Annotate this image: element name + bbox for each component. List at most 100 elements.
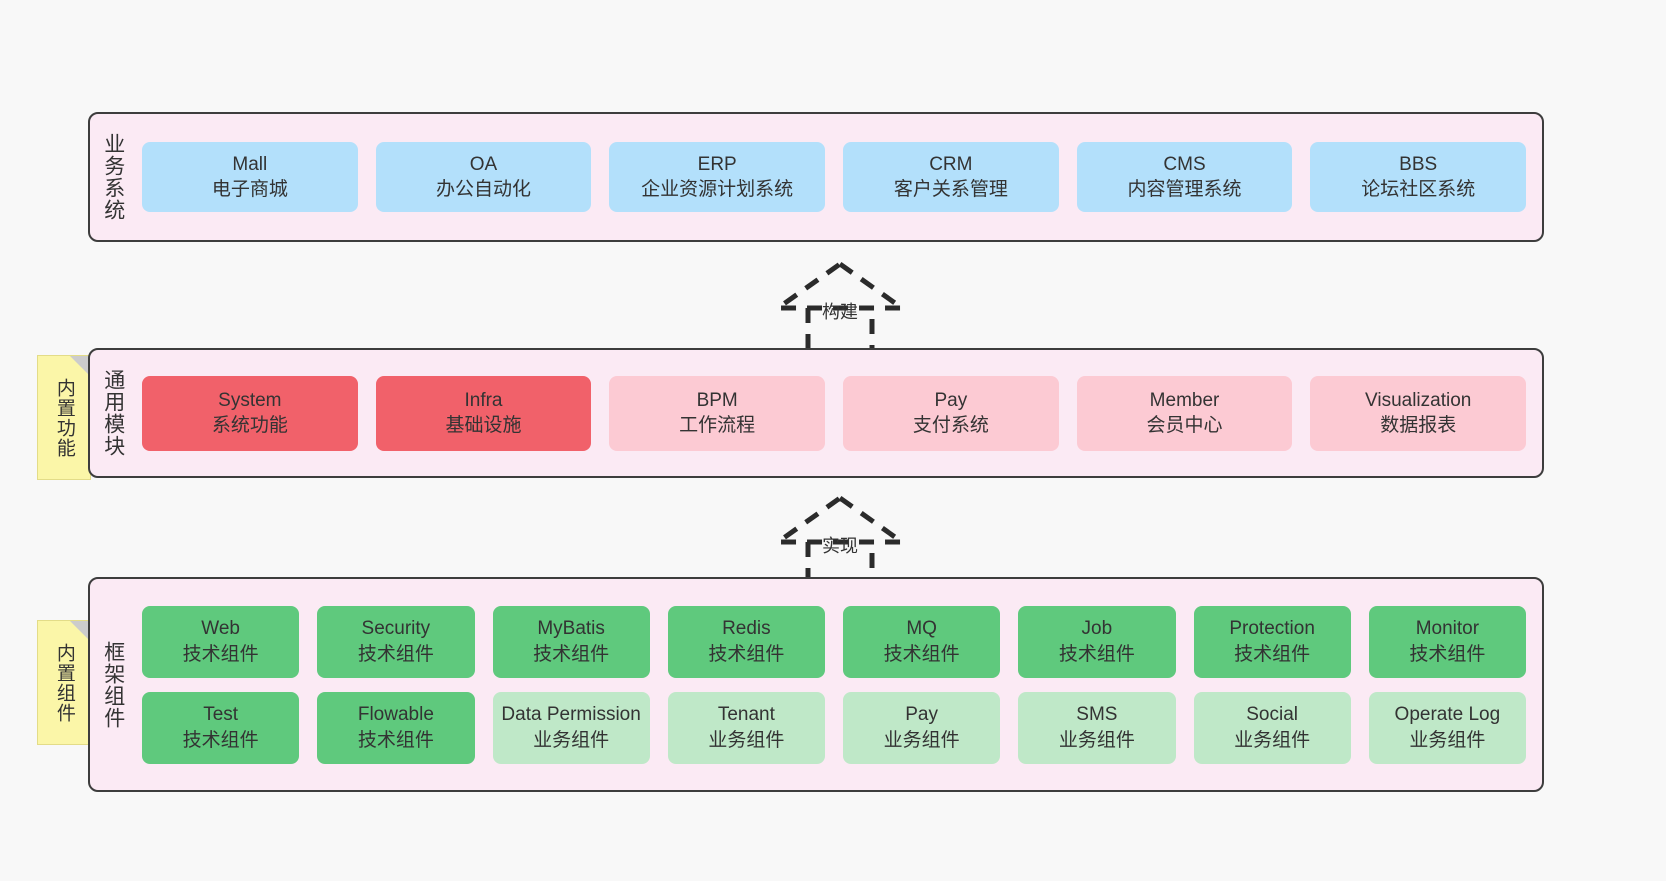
node-operate-log[interactable]: Operate Log 业务组件 bbox=[1368, 691, 1526, 764]
node-social[interactable]: Social 业务组件 bbox=[1193, 691, 1351, 764]
node-mall[interactable]: Mall 电子商城 bbox=[142, 142, 358, 212]
node-protection-name: Protection bbox=[1229, 618, 1315, 640]
node-sms-name: SMS bbox=[1076, 704, 1118, 726]
node-member-desc: 会员中心 bbox=[1146, 415, 1223, 436]
node-sms[interactable]: SMS 业务组件 bbox=[1018, 691, 1176, 764]
node-cms[interactable]: CMS 内容管理系统 bbox=[1076, 142, 1293, 212]
layer-common-label: 通用模块 bbox=[101, 369, 125, 457]
node-cms-name: CMS bbox=[1163, 153, 1206, 175]
node-erp-name: ERP bbox=[697, 153, 737, 175]
node-mybatis-desc: 技术组件 bbox=[533, 643, 610, 665]
node-data-permission-desc: 业务组件 bbox=[533, 729, 610, 751]
node-visualization-desc: 数据报表 bbox=[1380, 415, 1457, 436]
node-bbs[interactable]: BBS 论坛社区系统 bbox=[1310, 142, 1527, 212]
node-tenant-desc: 业务组件 bbox=[708, 729, 785, 751]
node-member[interactable]: Member 会员中心 bbox=[1076, 375, 1293, 451]
common-modules-row: System 系统功能 Infra 基础设施 BPM 工作流程 Pay 支付系统… bbox=[142, 375, 1527, 451]
node-mq-desc: 技术组件 bbox=[883, 643, 960, 665]
node-web-desc: 技术组件 bbox=[182, 643, 259, 665]
node-security-name: Security bbox=[361, 618, 431, 640]
node-pay-component-desc: 业务组件 bbox=[883, 729, 960, 751]
node-bpm[interactable]: BPM 工作流程 bbox=[609, 375, 826, 451]
node-operate-log-desc: 业务组件 bbox=[1409, 729, 1486, 751]
layer-business-systems: 业务系统 Mall 电子商城 OA 办公自动化 ERP 企业资源计划系统 CRM… bbox=[88, 112, 1544, 242]
node-test-desc: 技术组件 bbox=[182, 729, 259, 751]
layer-framework-components: 框架组件 Web 技术组件 Security 技术组件 MyBatis 技术组件… bbox=[88, 577, 1544, 792]
node-bpm-name: BPM bbox=[696, 389, 738, 411]
node-sms-desc: 业务组件 bbox=[1058, 729, 1135, 751]
note-fold-corner-icon bbox=[70, 621, 90, 641]
node-pay[interactable]: Pay 支付系统 bbox=[843, 375, 1059, 451]
node-oa-name: OA bbox=[469, 153, 498, 175]
layer-business-body: Mall 电子商城 OA 办公自动化 ERP 企业资源计划系统 CRM 客户关系… bbox=[136, 114, 1542, 240]
framework-business-row: Test 技术组件 Flowable 技术组件 Data Permission … bbox=[142, 691, 1526, 764]
node-redis-name: Redis bbox=[722, 618, 771, 640]
node-redis[interactable]: Redis 技术组件 bbox=[667, 605, 825, 678]
connector-implement-label: 实现 bbox=[822, 536, 858, 556]
note-builtin-components-label: 内置组件 bbox=[53, 642, 75, 723]
node-operate-log-name: Operate Log bbox=[1394, 704, 1501, 726]
node-pay-name: Pay bbox=[934, 389, 968, 411]
layer-common-modules: 通用模块 System 系统功能 Infra 基础设施 BPM 工作流程 Pay… bbox=[88, 348, 1544, 478]
node-mall-name: Mall bbox=[232, 153, 268, 175]
layer-common-body: System 系统功能 Infra 基础设施 BPM 工作流程 Pay 支付系统… bbox=[136, 350, 1542, 476]
node-oa-desc: 办公自动化 bbox=[436, 179, 532, 200]
node-job[interactable]: Job 技术组件 bbox=[1018, 605, 1176, 678]
node-protection[interactable]: Protection 技术组件 bbox=[1193, 605, 1351, 678]
node-tenant[interactable]: Tenant 业务组件 bbox=[667, 691, 825, 764]
node-mall-desc: 电子商城 bbox=[211, 179, 288, 200]
node-monitor-desc: 技术组件 bbox=[1409, 643, 1486, 665]
node-mybatis-name: MyBatis bbox=[537, 618, 605, 640]
node-bpm-desc: 工作流程 bbox=[679, 415, 756, 436]
node-redis-desc: 技术组件 bbox=[708, 643, 785, 665]
node-system-name: System bbox=[218, 389, 282, 411]
node-tenant-name: Tenant bbox=[717, 704, 775, 726]
node-oa[interactable]: OA 办公自动化 bbox=[375, 142, 592, 212]
node-pay-desc: 支付系统 bbox=[912, 415, 989, 436]
node-test[interactable]: Test 技术组件 bbox=[142, 691, 300, 764]
node-web-name: Web bbox=[201, 618, 240, 640]
node-protection-desc: 技术组件 bbox=[1234, 643, 1311, 665]
node-flowable-name: Flowable bbox=[357, 704, 434, 726]
node-mybatis[interactable]: MyBatis 技术组件 bbox=[492, 605, 650, 678]
framework-tech-row: Web 技术组件 Security 技术组件 MyBatis 技术组件 Redi… bbox=[142, 605, 1526, 678]
note-builtin-components: 内置组件 bbox=[37, 620, 91, 745]
node-test-name: Test bbox=[203, 704, 239, 726]
node-infra[interactable]: Infra 基础设施 bbox=[375, 375, 592, 451]
node-flowable-desc: 技术组件 bbox=[357, 729, 434, 751]
node-system[interactable]: System 系统功能 bbox=[142, 375, 358, 451]
node-visualization[interactable]: Visualization 数据报表 bbox=[1310, 375, 1527, 451]
node-infra-name: Infra bbox=[464, 389, 503, 411]
node-member-name: Member bbox=[1149, 389, 1220, 411]
node-monitor[interactable]: Monitor 技术组件 bbox=[1368, 605, 1526, 678]
node-crm-desc: 客户关系管理 bbox=[893, 179, 1008, 200]
node-mq-name: MQ bbox=[906, 618, 937, 640]
node-bbs-desc: 论坛社区系统 bbox=[1361, 179, 1476, 200]
note-builtin-functions-label: 内置功能 bbox=[53, 377, 75, 458]
node-crm-name: CRM bbox=[929, 153, 973, 175]
node-security[interactable]: Security 技术组件 bbox=[317, 605, 475, 678]
node-crm[interactable]: CRM 客户关系管理 bbox=[843, 142, 1059, 212]
node-visualization-name: Visualization bbox=[1365, 389, 1472, 411]
layer-business-label: 业务系统 bbox=[101, 133, 125, 221]
node-job-desc: 技术组件 bbox=[1058, 643, 1135, 665]
node-monitor-name: Monitor bbox=[1415, 618, 1480, 640]
node-erp-desc: 企业资源计划系统 bbox=[641, 179, 794, 200]
business-systems-row: Mall 电子商城 OA 办公自动化 ERP 企业资源计划系统 CRM 客户关系… bbox=[142, 142, 1527, 212]
node-security-desc: 技术组件 bbox=[357, 643, 434, 665]
connector-build-label: 构建 bbox=[822, 302, 858, 322]
layer-framework-body: Web 技术组件 Security 技术组件 MyBatis 技术组件 Redi… bbox=[136, 579, 1542, 790]
node-cms-desc: 内容管理系统 bbox=[1127, 179, 1242, 200]
node-social-desc: 业务组件 bbox=[1234, 729, 1311, 751]
connector-implement: 实现 bbox=[750, 492, 930, 592]
node-flowable[interactable]: Flowable 技术组件 bbox=[317, 691, 475, 764]
node-erp[interactable]: ERP 企业资源计划系统 bbox=[609, 142, 826, 212]
node-data-permission-name: Data Permission bbox=[501, 704, 641, 726]
node-data-permission[interactable]: Data Permission 业务组件 bbox=[492, 691, 650, 764]
connector-build: 构建 bbox=[750, 258, 930, 358]
node-web[interactable]: Web 技术组件 bbox=[142, 605, 300, 678]
node-pay-component[interactable]: Pay 业务组件 bbox=[843, 691, 1001, 764]
node-mq[interactable]: MQ 技术组件 bbox=[843, 605, 1001, 678]
node-job-name: Job bbox=[1081, 618, 1113, 640]
